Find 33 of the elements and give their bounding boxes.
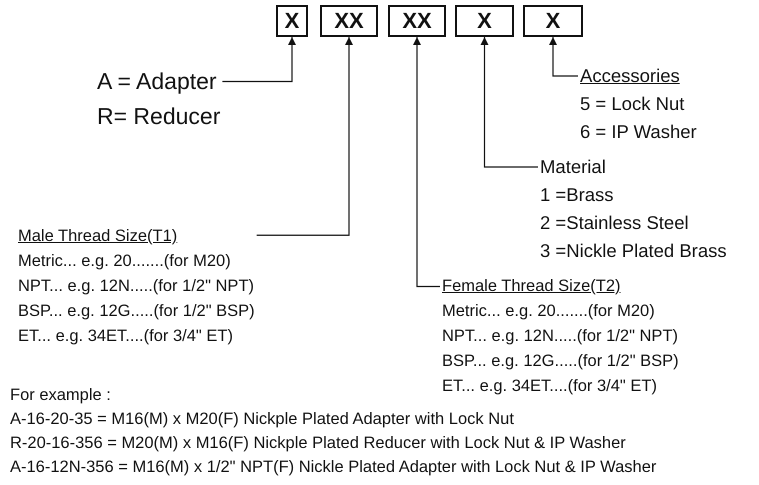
group-heading: Male Thread Size(T1) (18, 226, 178, 247)
option-text: 1 =Brass (540, 183, 615, 207)
option-text: 3 =Nickle Plated Brass (540, 239, 727, 263)
option-text: BSP... e.g. 12G.....(for 1/2" BSP) (18, 301, 255, 322)
leader-arrow (413, 37, 440, 288)
group-heading: Accessories (580, 64, 680, 88)
example-heading: For example : (10, 386, 111, 405)
leader-arrow (480, 37, 538, 168)
example-text: R-20-16-356 = M20(M) x M16(F) Nickple Plated Reducer with Lock Nut & IP Washer (10, 434, 626, 453)
option-text: R= Reducer (97, 102, 220, 131)
leader-arrow (549, 37, 578, 77)
option-text: Material (540, 155, 607, 179)
option-text: 5 = Lock Nut (580, 92, 686, 116)
example-text: A-16-12N-356 = M16(M) x 1/2" NPT(F) Nickle Plated Adapter with Lock Nut & IP Washer (10, 458, 656, 477)
code-box: X (455, 5, 514, 37)
code-box: XX (388, 5, 446, 37)
option-text: 2 =Stainless Steel (540, 211, 690, 235)
group-heading: Female Thread Size(T2) (442, 276, 621, 297)
code-box: XX (320, 5, 378, 37)
option-text: BSP... e.g. 12G.....(for 1/2" BSP) (442, 351, 679, 372)
code-box: X (276, 5, 308, 37)
example-text: A-16-20-35 = M16(M) x M20(F) Nickple Plated Adapter with Lock Nut (10, 410, 514, 429)
code-box: X (523, 5, 583, 37)
leader-arrow (222, 37, 296, 82)
option-text: Metric... e.g. 20.......(for M20) (442, 301, 656, 322)
option-text: NPT... e.g. 12N.....(for 1/2" NPT) (442, 326, 679, 347)
option-text: ET... e.g. 34ET....(for 3/4" ET) (18, 326, 234, 347)
option-text: 6 = IP Washer (580, 120, 697, 144)
option-text: NPT... e.g. 12N.....(for 1/2" NPT) (18, 276, 255, 297)
option-text: Metric... e.g. 20.......(for M20) (18, 251, 232, 272)
option-text: ET... e.g. 34ET....(for 3/4" ET) (442, 376, 658, 397)
leader-arrow (256, 37, 353, 236)
option-text: A = Adapter (97, 67, 218, 96)
